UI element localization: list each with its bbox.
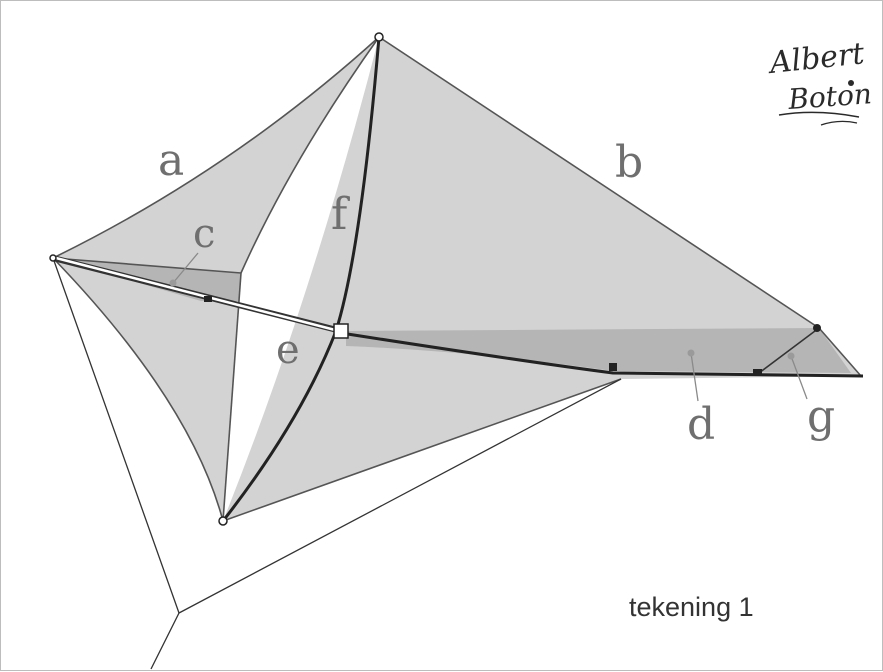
strip-d <box>346 328 851 373</box>
spar-cross-right <box>340 331 864 378</box>
marker-3 <box>753 369 762 376</box>
label-g: g <box>807 391 835 442</box>
node-center <box>333 323 349 339</box>
label-e: e <box>276 327 300 373</box>
svg-text:Boton: Boton <box>786 77 873 116</box>
caption: tekening 1 <box>629 592 754 622</box>
marker-4 <box>813 324 821 332</box>
panel-center-white-2 <box>223 37 379 521</box>
leader-dot-c <box>169 279 177 287</box>
bridle-lines <box>52 257 622 670</box>
marker-1 <box>204 296 212 302</box>
leader-dot-d <box>687 349 695 357</box>
spar-cross-left-inner <box>55 256 340 333</box>
node-top <box>374 32 384 42</box>
marker-2 <box>609 363 617 371</box>
label-f: f <box>331 189 350 240</box>
label-c: c <box>193 211 215 257</box>
label-d: d <box>687 399 715 450</box>
signature: Albert Boton <box>765 36 873 126</box>
svg-text:Albert: Albert <box>765 36 867 81</box>
panel-left-upper <box>53 37 379 273</box>
label-a: a <box>158 135 184 186</box>
node-bottom <box>218 516 228 526</box>
leader-lines <box>172 252 808 402</box>
node-left <box>49 254 57 262</box>
sail-outline <box>52 36 862 522</box>
line-g <box>758 327 820 374</box>
label-b: b <box>615 137 643 188</box>
leader-dot-g <box>787 352 795 360</box>
panel-right-large <box>223 37 861 521</box>
panel-left-lower <box>53 258 241 521</box>
